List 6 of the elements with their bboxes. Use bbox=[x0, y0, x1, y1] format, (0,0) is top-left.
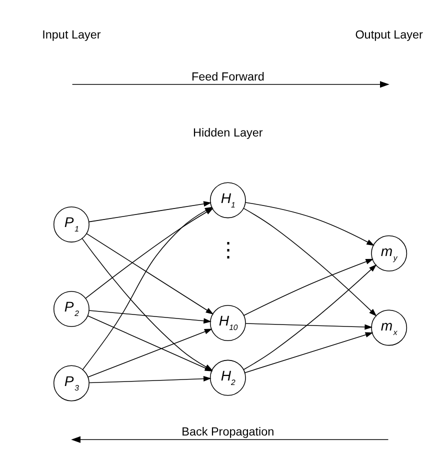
label: ⋮ bbox=[218, 239, 238, 262]
label: Feed Forward bbox=[191, 70, 264, 83]
label: Back Propagation bbox=[182, 425, 274, 438]
label: Input Layer bbox=[42, 28, 101, 42]
label: Hidden Layer bbox=[193, 126, 263, 139]
label: Output Layer bbox=[355, 28, 423, 42]
